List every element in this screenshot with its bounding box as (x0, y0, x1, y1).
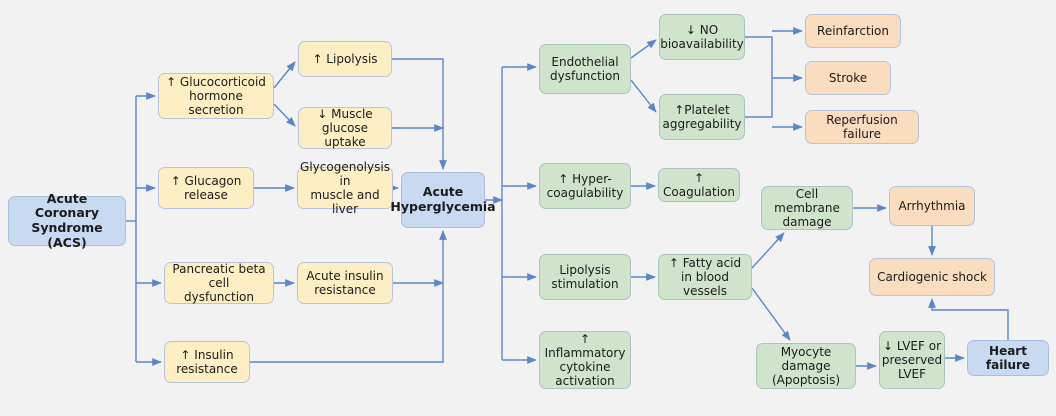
edge-merge-bar (745, 36, 773, 118)
node-lipolysis[interactable]: ↑ Lipolysis (298, 41, 392, 77)
node-glucagon[interactable]: ↑ Glucagon release (158, 167, 254, 209)
edge-fattyacid-cellmembrane (751, 232, 785, 269)
node-hyperglycemia[interactable]: Acute Hyperglycemia (390, 172, 496, 228)
node-acuteinsulin[interactable]: Acute insulin resistance (297, 262, 393, 304)
node-cellmembrane[interactable]: Cell membrane damage (761, 186, 853, 230)
edge-glucocorticoid-muscleglucose (273, 103, 296, 127)
edge-endothelial-no (630, 39, 657, 59)
node-reinfarction[interactable]: Reinfarction (805, 14, 901, 48)
node-fattyacid[interactable]: ↑ Fatty acid in blood vessels (658, 254, 752, 300)
node-lvef[interactable]: ↓ LVEF or preserved LVEF (879, 331, 945, 389)
edge-fattyacid-myocyte (751, 287, 791, 341)
node-heartfailure[interactable]: Heart failure (967, 340, 1049, 376)
node-betacell[interactable]: Pancreatic beta cell dysfunction (164, 262, 274, 304)
node-inflammatory[interactable]: ↑ Inflammatory cytokine activation (539, 331, 631, 389)
edge-endothelial-platelet (630, 79, 657, 113)
node-muscleglucose[interactable]: ↓ Muscle glucose uptake (298, 107, 392, 149)
node-cardiogenic[interactable]: Cardiogenic shock (869, 258, 995, 296)
edge-glucocorticoid-lipolysis (273, 61, 296, 89)
node-hypercoag[interactable]: ↑ Hyper- coagulability (539, 163, 631, 209)
node-glucocorticoid[interactable]: ↑ Glucocorticoid hormone secretion (158, 73, 274, 119)
node-lipostim[interactable]: Lipolysis stimulation (539, 254, 631, 300)
node-myocyte[interactable]: Myocyte damage (Apoptosis) (756, 343, 856, 389)
node-acs[interactable]: Acute Coronary Syndrome (ACS) (8, 191, 126, 250)
node-coagulation[interactable]: ↑ Coagulation (658, 168, 740, 202)
node-insulinres[interactable]: ↑ Insulin resistance (164, 341, 250, 383)
edge-lipolysis-hyperglycemia (392, 58, 447, 170)
node-arrhythmia[interactable]: Arrhythmia (889, 186, 975, 226)
node-platelet[interactable]: ↑Platelet aggregability (659, 94, 745, 140)
node-glycogenolysis[interactable]: Glycogenolysis in muscle and liver (297, 160, 393, 216)
node-no[interactable]: ↓ NO bioavailability (659, 14, 745, 60)
node-stroke[interactable]: Stroke (805, 61, 891, 95)
node-reperfusion[interactable]: Reperfusion failure (805, 110, 919, 144)
node-endothelial[interactable]: Endothelial dysfunction (539, 44, 631, 94)
